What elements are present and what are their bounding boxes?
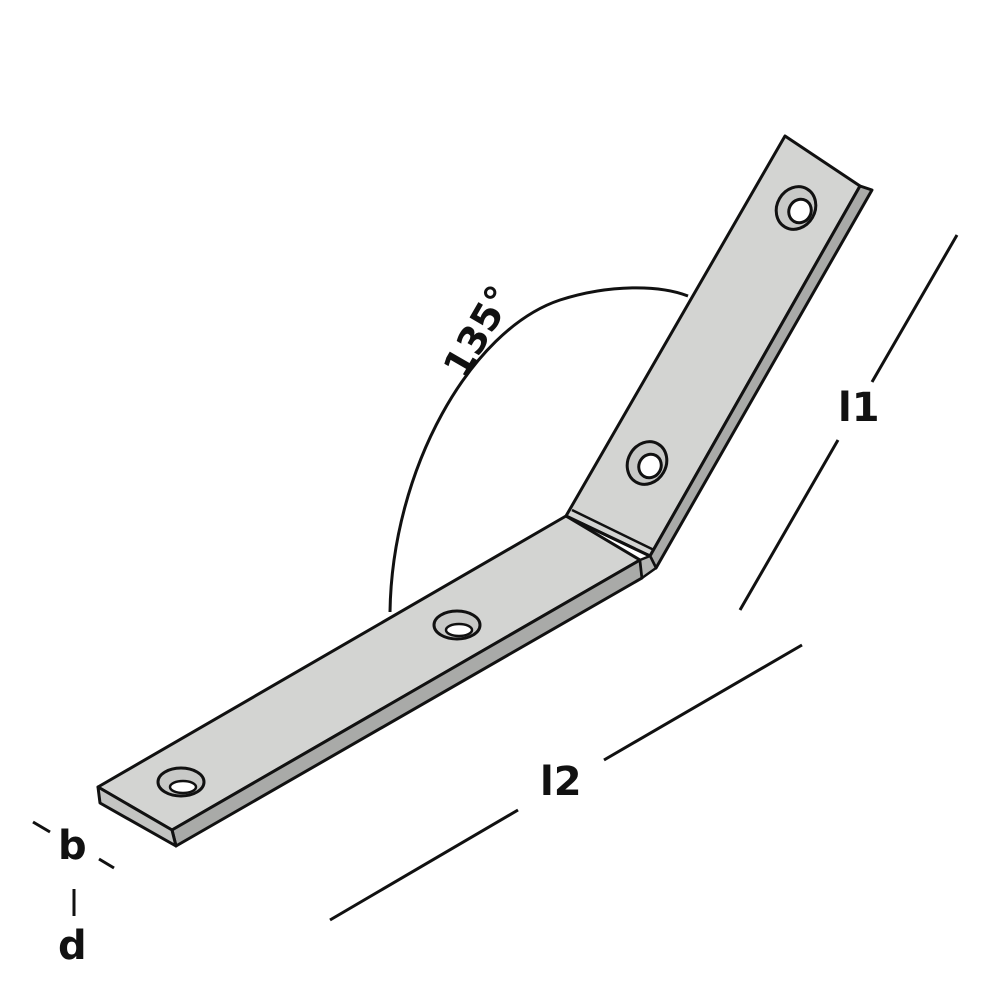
hole-short-arm-middle: [625, 440, 669, 486]
thickness-d-label: d: [58, 923, 87, 969]
length-l1-label: l1: [838, 385, 880, 431]
width-b-label: b: [58, 823, 87, 869]
dimension-line-l1-upper: [870, 234, 959, 383]
hole-long-arm-near-bend: [432, 609, 482, 641]
length-l2-label: l2: [540, 759, 582, 805]
dimension-line-l1-lower: [738, 439, 840, 611]
dimension-tick-b-right: [98, 857, 115, 870]
bend-line-inner: [571, 508, 655, 552]
dimension-line-l2-lower: [329, 808, 519, 922]
bend-corner-edge: [638, 554, 658, 580]
dimension-tick-b-left: [32, 820, 51, 834]
hole-short-arm-end: [774, 185, 818, 231]
long-arm-end-cap: [96, 785, 178, 848]
bend-line-outer: [565, 514, 651, 558]
dimension-line-l2-upper: [603, 643, 803, 762]
angle-arc: [388, 286, 689, 613]
hole-long-arm-end: [156, 766, 206, 798]
